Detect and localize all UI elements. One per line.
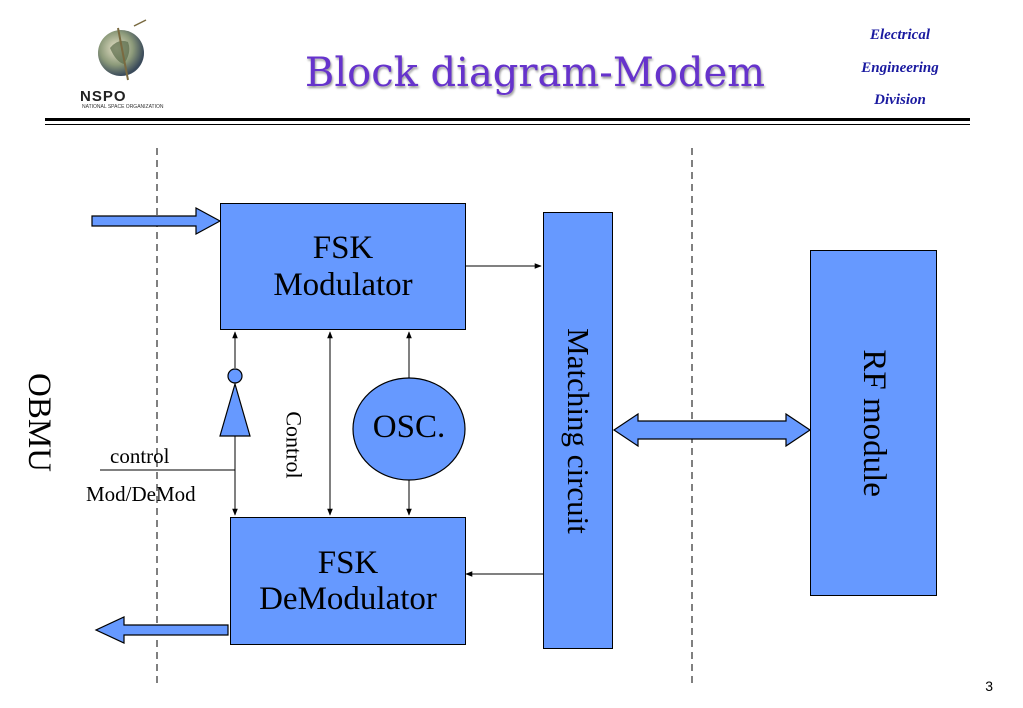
osc-label: OSC. [372,409,446,445]
output-block-arrow [94,616,229,644]
inverter-triangle-icon [219,381,251,437]
fsk-demodulator-block: FSK DeModulator [230,517,466,645]
department-line-3: Division [874,92,926,108]
header-rule-thick [45,118,970,121]
logo-subtext: NATIONAL SPACE ORGANIZATION [82,104,164,110]
obmu-label-wrap: OBMU [20,352,90,492]
fsk-modulator-line-2: Modulator [273,266,413,303]
page-number: 3 [985,678,993,694]
matching-circuit-label: Matching circuit [560,327,596,534]
department-line-1: Electrical [870,27,930,43]
rf-module-label: RF module [855,349,892,497]
mod-demod-label: Mod/DeMod [86,482,196,506]
control-label: control [110,444,170,468]
matching-circuit-block: Matching circuit [543,212,613,649]
page-title: Block diagram-Modem [304,50,766,96]
fsk-demodulator-line-1: FSK [317,544,379,581]
obmu-label: OBMU [21,372,58,473]
nspo-logo [88,18,158,88]
logo-text: NSPO [80,88,127,105]
input-block-arrow [91,206,222,236]
matching-rf-double-arrow [612,412,812,448]
department-line-2: Engineering [861,60,939,76]
nspo-globe-logo-icon [98,19,147,81]
fsk-demodulator-line-2: DeModulator [259,581,437,617]
inverter-bubble [227,368,243,384]
control-vertical-wrap: Control [282,396,316,496]
header-rule-thin [45,124,970,125]
fsk-modulator-line-1: FSK [312,230,374,267]
control-vertical-label: Control [281,411,307,479]
osc-circle [352,377,466,481]
rf-module-block: RF module [810,250,937,596]
fsk-modulator-block: FSK Modulator [220,203,466,330]
